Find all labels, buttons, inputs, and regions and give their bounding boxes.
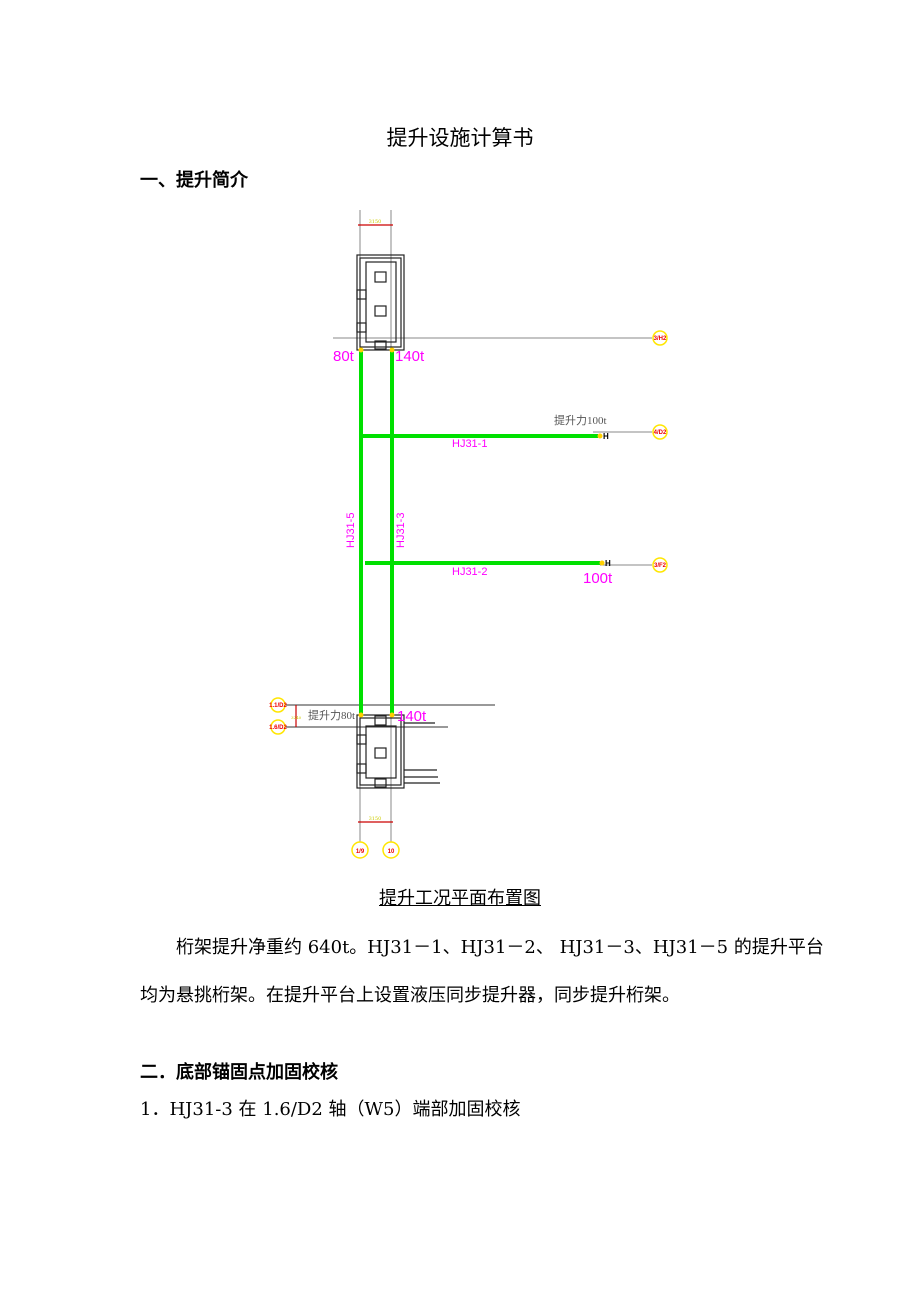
svg-text:1.6/D2: 1.6/D2 (269, 725, 287, 731)
dim-top: 3150 (369, 219, 382, 225)
svg-text:3/F2: 3/F2 (654, 563, 667, 569)
trusses (359, 350, 600, 715)
paragraph-line: 均为悬挑桁架。在提升平台上设置液压同步提升器，同步提升桁架。 (140, 985, 680, 1006)
truss-hj31-3: HJ31-3 (395, 513, 407, 548)
load-100t: 100t (583, 570, 613, 587)
axis-bubbles: 3/H2 4/D2 3/F2 1.1/D2 1.6/D2 1/9 10 (269, 330, 668, 859)
truss-hj31-2: HJ31-2 (452, 566, 487, 578)
load-140t-bottom: 140t (397, 708, 427, 725)
core-top (356, 254, 405, 351)
svg-text:4/D2: 4/D2 (654, 430, 667, 436)
jack-icon: H (603, 432, 609, 441)
load-140t-top: 140t (395, 348, 425, 365)
dimension-lines (295, 224, 393, 823)
truss-hj31-5: HJ31-5 (345, 513, 357, 548)
section-heading: 一、提升简介 (140, 170, 248, 191)
dim-side: 3240 (291, 715, 302, 720)
jack-points (358, 347, 605, 718)
lift-force-80t: 提升力80t (308, 709, 355, 722)
dim-bottom: 3150 (369, 816, 382, 822)
lifting-layout-drawing: 3150 3150 3240 H H 80t 140t 140t 100t HJ… (269, 210, 668, 859)
svg-text:10: 10 (388, 849, 395, 855)
jack-icon: H (605, 559, 611, 568)
svg-text:3/H2: 3/H2 (654, 336, 667, 342)
subsection-heading: 1．HJ31-3 在 1.6/D2 轴（W5）端部加固校核 (140, 1099, 521, 1120)
load-80t: 80t (333, 348, 355, 365)
document-title: 提升设施计算书 (386, 126, 534, 150)
figure-caption: 提升工况平面布置图 (379, 888, 541, 909)
svg-text:1.1/D2: 1.1/D2 (269, 703, 287, 709)
core-bottom (356, 714, 440, 789)
lift-force-100t: 提升力100t (554, 414, 607, 427)
truss-hj31-1: HJ31-1 (452, 438, 487, 450)
axis-lines (286, 210, 652, 842)
paragraph-line: 桁架提升净重约 640t。HJ31－1、HJ31－2、 HJ31－3、HJ31－… (176, 937, 824, 958)
section-heading: 二．底部锚固点加固校核 (140, 1062, 338, 1083)
svg-text:1/9: 1/9 (356, 849, 365, 855)
